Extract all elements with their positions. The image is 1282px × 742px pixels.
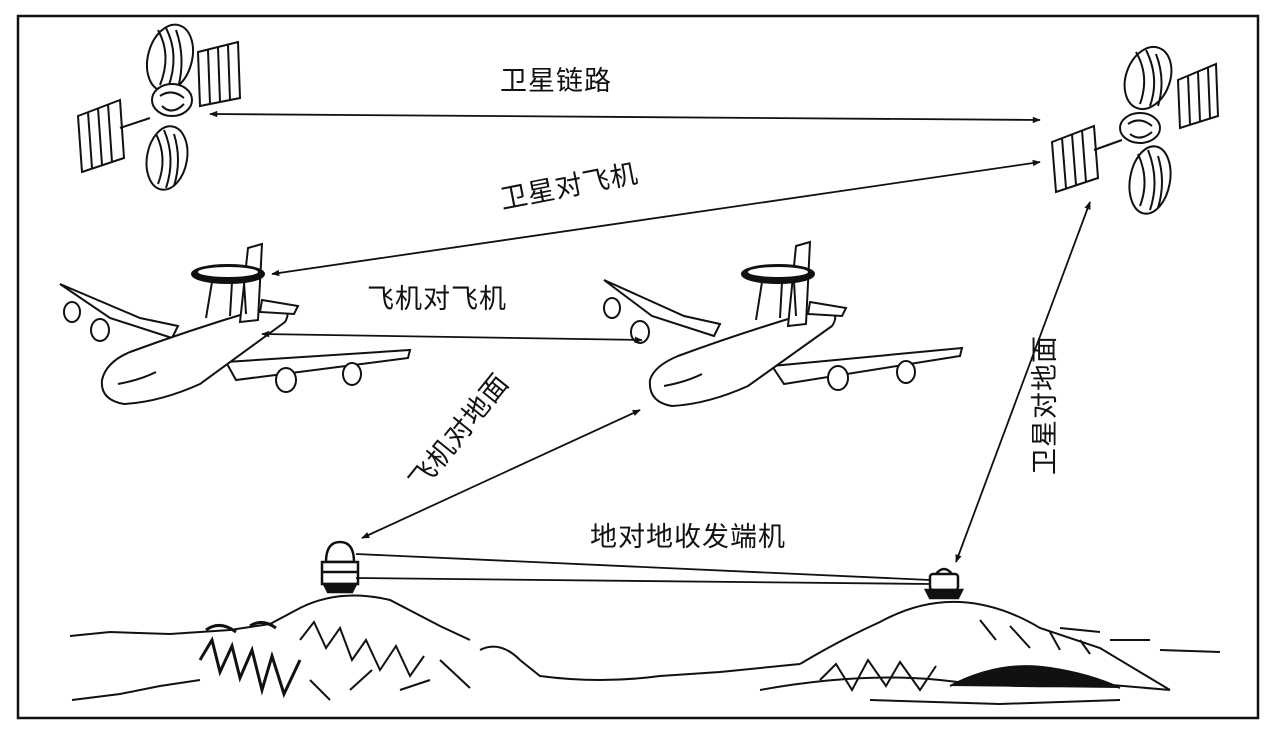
terrain-right-icon xyxy=(479,600,1221,706)
arrow-aircraft-to-aircraft xyxy=(261,330,643,344)
arrow-aircraft-to-ground xyxy=(361,409,641,539)
label-satellite-to-ground: 卫星对地面 xyxy=(1030,335,1061,475)
ground-station-right-icon xyxy=(923,567,965,600)
satellite-left-icon xyxy=(76,23,242,191)
ground-station-left-icon xyxy=(320,540,360,594)
aircraft-left-icon xyxy=(59,242,412,406)
link-ground-to-ground xyxy=(355,553,931,585)
arrow-satellite-to-aircraft xyxy=(271,159,1041,277)
diagram-frame xyxy=(16,14,1260,720)
label-satellite-link: 卫星链路 xyxy=(500,66,612,97)
arrow-satellite-link xyxy=(209,110,1041,124)
aircraft-right-icon xyxy=(603,240,964,408)
terrain-left-icon xyxy=(69,594,471,701)
label-ground-to-ground: 地对地收发端机 xyxy=(590,522,786,553)
satellite-right-icon xyxy=(1050,46,1220,215)
label-aircraft-to-aircraft: 飞机对飞机 xyxy=(367,284,507,315)
arrow-satellite-to-ground xyxy=(955,201,1091,563)
